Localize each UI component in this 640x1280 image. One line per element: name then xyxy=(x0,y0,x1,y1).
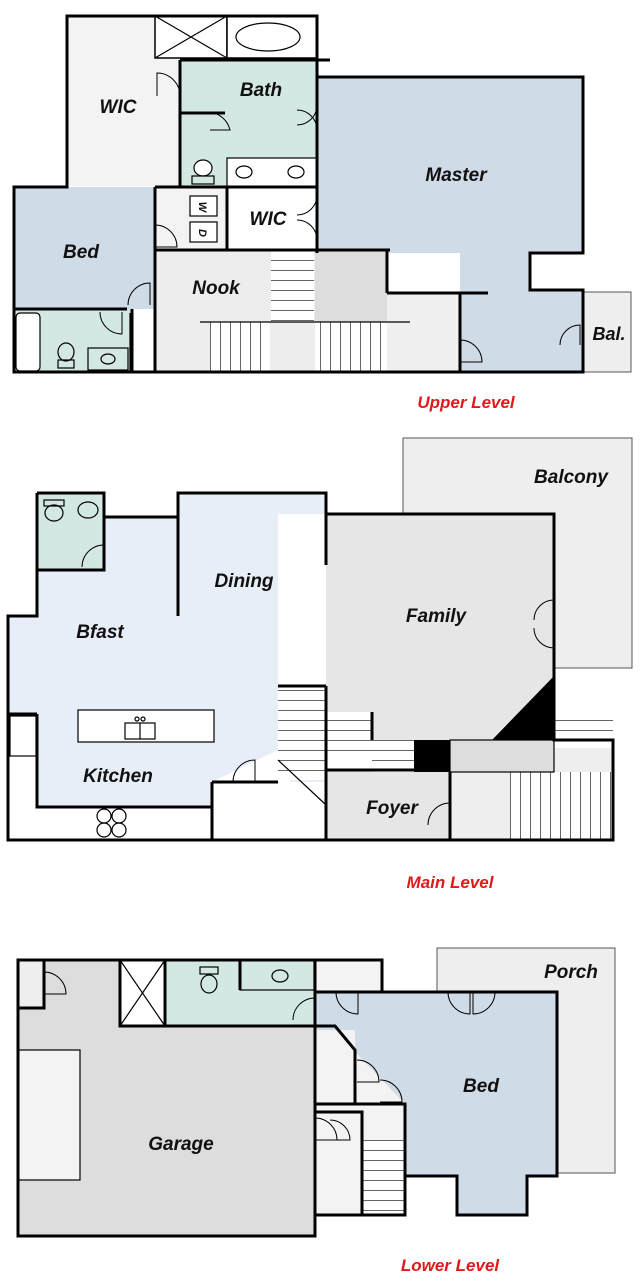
lower-bed-floor xyxy=(315,992,557,1215)
main-exterior-walls xyxy=(6,491,615,842)
main-stairs-a xyxy=(278,686,326,780)
kitchen-island xyxy=(77,709,215,743)
upper-stairs-a xyxy=(271,250,314,322)
dryer-label: D xyxy=(196,229,208,237)
upper-landing-floor xyxy=(315,250,387,322)
lower-bed-label: Bed xyxy=(463,1076,499,1097)
upper-wic-mid-label: WIC xyxy=(250,209,287,230)
main-foyer-floor xyxy=(327,770,450,840)
upper-balcony-label: Bal. xyxy=(592,324,625,344)
upper-stairs-c xyxy=(315,322,387,372)
main-stairs-e xyxy=(510,772,613,840)
main-level-title: Main Level xyxy=(407,873,495,892)
lower-porch-label: Porch xyxy=(544,962,598,983)
main-level-plan xyxy=(6,437,633,842)
upper-master-label: Master xyxy=(425,165,488,186)
upper-balcony-floor xyxy=(582,291,632,373)
washer xyxy=(189,195,218,217)
upper-bath-label: Bath xyxy=(240,80,282,101)
main-stairs-c xyxy=(372,740,414,772)
lower-garage-nook xyxy=(18,960,44,1008)
lower-garage-label: Garage xyxy=(148,1134,214,1155)
upper-stairs-b xyxy=(210,322,270,372)
upper-bathtub xyxy=(15,312,41,372)
upper-level-title: Upper Level xyxy=(417,393,516,412)
upper-wic-mid-floor xyxy=(227,187,317,250)
upper-bed-label: Bed xyxy=(63,242,99,263)
main-stairs-d xyxy=(554,716,613,748)
upper-level-plan: W D xyxy=(12,14,632,374)
main-kitchen-label: Kitchen xyxy=(83,766,153,787)
upper-master-lower-floor xyxy=(460,253,583,372)
main-landing xyxy=(449,739,555,773)
upper-nook-label: Nook xyxy=(192,278,241,299)
main-dining-label: Dining xyxy=(214,571,273,592)
upper-master-floor xyxy=(317,77,583,253)
lower-exterior-walls xyxy=(16,958,559,1238)
lower-level-title: Lower Level xyxy=(401,1256,501,1275)
upper-wic-left-label: WIC xyxy=(100,97,137,118)
main-family-label: Family xyxy=(406,606,468,627)
main-bfast-label: Bfast xyxy=(76,622,124,643)
main-closet-floor xyxy=(212,782,325,840)
upper-bed-floor xyxy=(14,187,155,309)
dryer xyxy=(189,221,218,243)
vanity xyxy=(226,157,318,188)
lower-level-plan xyxy=(16,947,616,1238)
upper-hall-floor xyxy=(387,293,460,372)
tub xyxy=(235,22,301,52)
toilet xyxy=(193,159,213,177)
main-balcony-label: Balcony xyxy=(534,467,609,488)
main-stairs-b xyxy=(326,712,372,760)
main-post xyxy=(414,740,450,772)
main-powder-floor xyxy=(37,493,104,570)
lower-hall-floor xyxy=(315,960,382,992)
lower-stairs xyxy=(362,1140,405,1215)
fireplace xyxy=(492,676,554,740)
main-family-floor xyxy=(326,514,554,740)
main-foyer-label: Foyer xyxy=(366,798,419,819)
washer-label: W xyxy=(196,202,208,214)
lower-garage-car xyxy=(17,1049,81,1181)
